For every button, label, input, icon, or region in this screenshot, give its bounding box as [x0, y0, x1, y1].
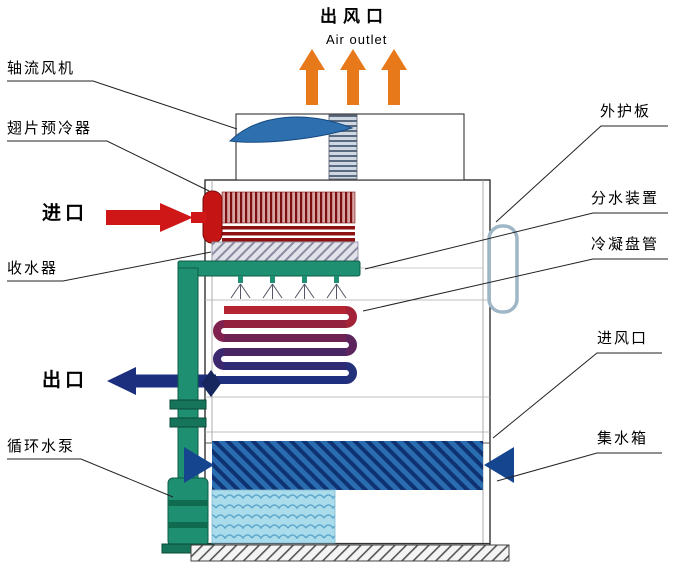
fan-blade: [228, 116, 354, 143]
label-condensing-coil: 冷凝盘管: [591, 236, 660, 253]
up-arrow: [381, 49, 407, 105]
label-inlet: 进口: [42, 203, 89, 224]
up-arrow: [299, 49, 325, 105]
label-air-outlet-cn: 出风口: [320, 7, 389, 26]
up-arrow: [340, 49, 366, 105]
label-axial-fan: 轴流风机: [7, 60, 76, 77]
label-water-collector: 收水器: [7, 260, 59, 277]
leader-lines: [7, 80, 668, 498]
label-circulating-pump: 循环水泵: [7, 438, 76, 455]
water-basin-section: [184, 441, 514, 544]
air-inlet-louvers: [212, 441, 483, 490]
air-inlet-arrow-left: [184, 447, 214, 483]
pump-body: [167, 477, 209, 547]
label-outlet: 出口: [42, 370, 89, 391]
basin-water: [211, 489, 336, 544]
air-outlet-arrows: [299, 49, 407, 105]
pump-circuit: [161, 267, 215, 554]
drift-eliminator-block: [211, 241, 359, 262]
label-water-tank: 集水箱: [597, 430, 649, 447]
finned-precooler-block: [202, 190, 356, 244]
inlet-arrow: [106, 203, 206, 232]
outlet-wall-connector: [201, 370, 221, 397]
spray-nozzles: [230, 283, 347, 299]
label-finned-precooler: 翅片预冷器: [7, 120, 93, 137]
water-distributor-pipe: [177, 260, 361, 299]
foundation: [190, 544, 510, 562]
fan-assembly: [228, 113, 465, 181]
pipe-flange: [169, 399, 207, 410]
air-inlet-arrow-right: [484, 447, 514, 483]
label-air-inlet: 进风口: [597, 330, 649, 347]
pipe-flange: [169, 417, 207, 428]
label-water-distributor: 分水装置: [591, 190, 660, 207]
condensing-coil-serpentine: [212, 306, 357, 384]
outlet-arrow: [107, 367, 221, 397]
label-outer-panel: 外护板: [600, 103, 652, 120]
label-air-outlet-en: Air outlet: [326, 32, 388, 47]
overflow-pipe-loop: [487, 224, 519, 314]
